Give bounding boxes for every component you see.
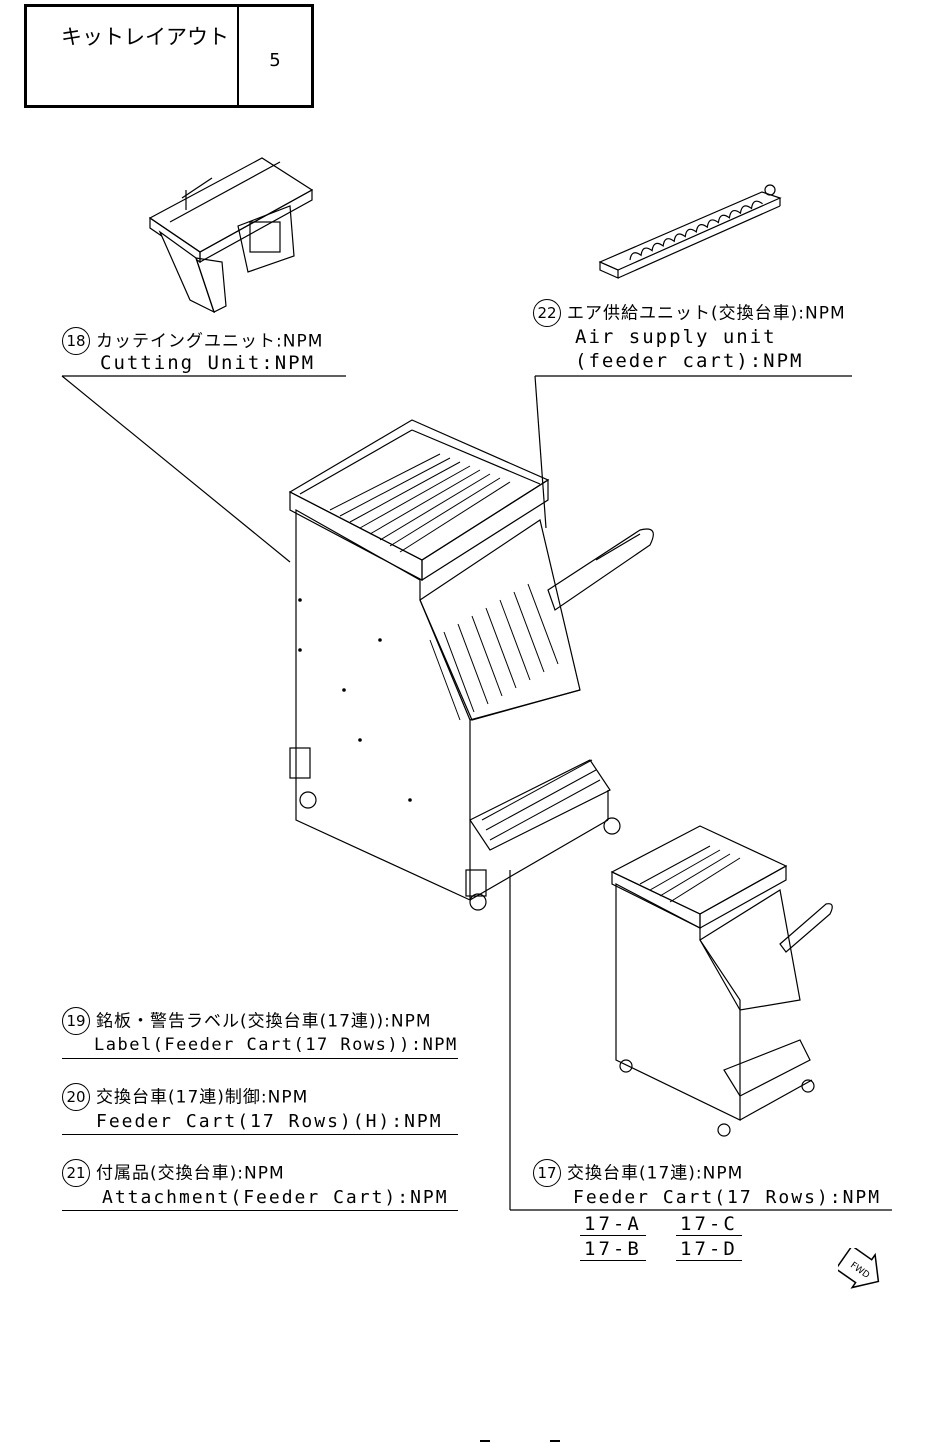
- callout-19-underline: [62, 1058, 458, 1059]
- footer-dash-right: [550, 1440, 560, 1442]
- callout-label-jp: 交換台車(17連)制御:NPM: [96, 1087, 309, 1108]
- callout-label-jp: 付属品(交換台車):NPM: [96, 1163, 285, 1184]
- variant-17-d: 17-D: [676, 1238, 742, 1261]
- callout-20-underline: [62, 1134, 458, 1135]
- feeder-cart-small-illustration: [610, 825, 833, 1137]
- footer-dash-left: [480, 1440, 490, 1442]
- callout-22-en: Air supply unit: [575, 326, 777, 348]
- callout-number: 19: [62, 1007, 90, 1035]
- variant-17-a: 17-A: [580, 1213, 646, 1236]
- callout-22-en2: (feeder cart):NPM: [575, 350, 804, 372]
- callout-label-jp: カッテイングユニット:NPM: [96, 331, 324, 352]
- callout-17-en: Feeder Cart(17 Rows):NPM: [573, 1187, 882, 1208]
- callout-label-jp: エア供給ユニット(交換台車):NPM: [567, 303, 846, 324]
- feeder-cart-large-illustration: [288, 419, 654, 911]
- callout-label-jp: 銘板・警告ラベル(交換台車(17連)):NPM: [96, 1011, 432, 1032]
- callout-21-underline: [62, 1210, 458, 1211]
- callout-18-en: Cutting Unit:NPM: [100, 352, 316, 374]
- variant-17-c: 17-C: [676, 1213, 742, 1236]
- callout-19-jp: 19 銘板・警告ラベル(交換台車(17連)):NPM: [62, 1007, 432, 1035]
- cutting-unit-illustration: [148, 157, 314, 314]
- callout-22-jp: 22 エア供給ユニット(交換台車):NPM: [533, 299, 846, 327]
- fwd-arrow-icon: FWD: [838, 1248, 880, 1289]
- page-number: 5: [269, 49, 281, 71]
- callout-21-jp: 21 付属品(交換台車):NPM: [62, 1159, 285, 1187]
- variant-17-b: 17-B: [580, 1238, 646, 1261]
- callout-label-jp: 交換台車(17連):NPM: [567, 1163, 744, 1184]
- title-block: キットレイアウト 5: [24, 4, 314, 108]
- callout-21-en: Attachment(Feeder Cart):NPM: [102, 1187, 449, 1208]
- page-title: キットレイアウト: [27, 7, 239, 105]
- callout-20-jp: 20 交換台車(17連)制御:NPM: [62, 1083, 308, 1111]
- callout-17-jp: 17 交換台車(17連):NPM: [533, 1159, 743, 1187]
- callout-number: 17: [533, 1159, 561, 1187]
- callout-20-en: Feeder Cart(17 Rows)(H):NPM: [96, 1111, 443, 1132]
- air-supply-unit-illustration: [598, 184, 782, 279]
- callout-number: 18: [62, 327, 90, 355]
- callout-19-en: Label(Feeder Cart(17 Rows)):NPM: [94, 1035, 458, 1055]
- callout-18-jp: 18 カッテイングユニット:NPM: [62, 327, 323, 355]
- callout-number: 20: [62, 1083, 90, 1111]
- callout-number: 22: [533, 299, 561, 327]
- callout-number: 21: [62, 1159, 90, 1187]
